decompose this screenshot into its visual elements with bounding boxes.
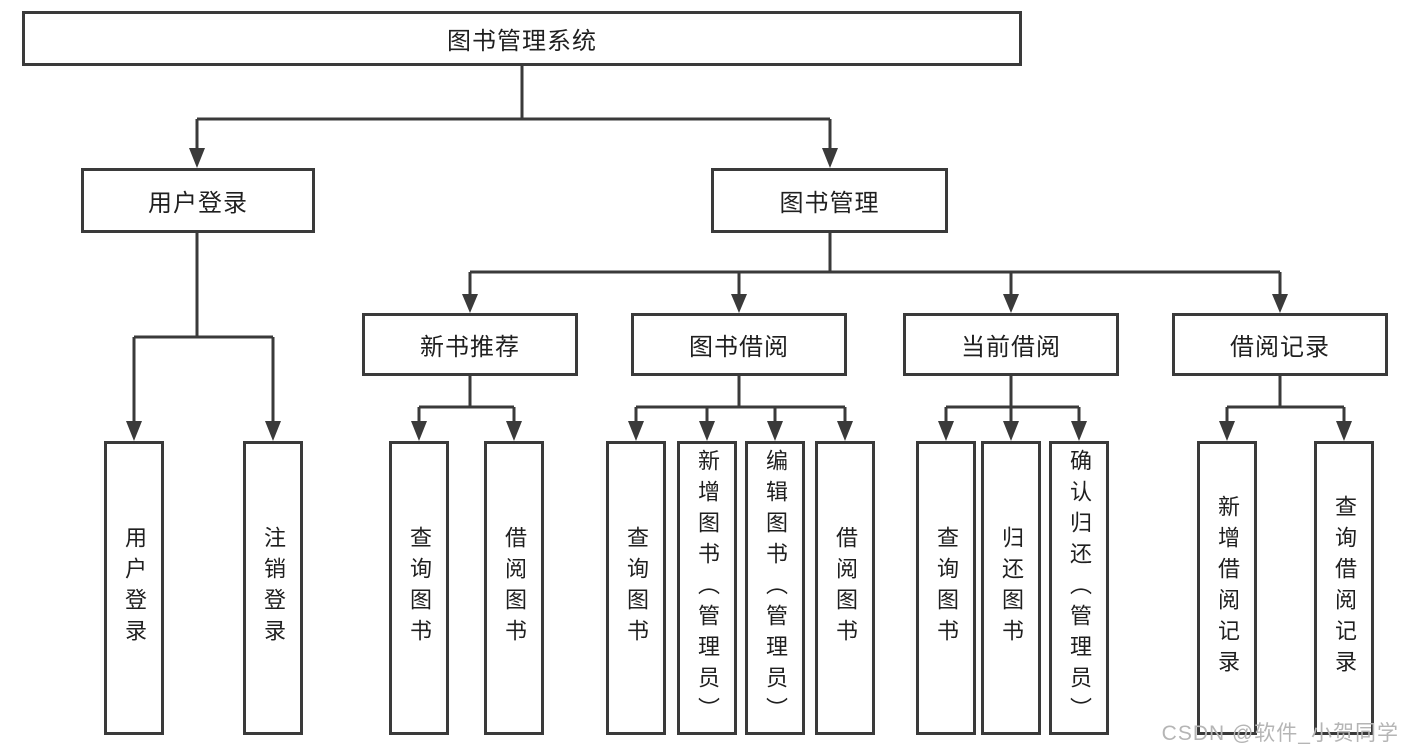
- leaf-borrow-books-borrowing-label: 借阅图书: [833, 526, 858, 650]
- node-user-login: 用户登录: [81, 168, 315, 233]
- leaf-logout-label: 注销登录: [261, 526, 286, 650]
- node-borrowing-records: 借阅记录: [1172, 313, 1388, 376]
- node-book-borrowing-label: 图书借阅: [689, 334, 789, 361]
- leaf-query-books-newbooks: 查询图书: [389, 441, 449, 735]
- leaf-edit-books-admin-label: 编辑图书（管理员）: [763, 448, 788, 728]
- node-borrowing-records-label: 借阅记录: [1230, 334, 1330, 361]
- leaf-query-books-borrowing-label: 查询图书: [624, 526, 649, 650]
- node-root: 图书管理系统: [22, 11, 1022, 66]
- node-user-login-label: 用户登录: [148, 190, 248, 217]
- leaf-confirm-return-admin: 确认归还（管理员）: [1049, 441, 1109, 735]
- node-book-management: 图书管理: [711, 168, 948, 233]
- leaf-edit-books-admin: 编辑图书（管理员）: [745, 441, 805, 735]
- leaf-borrow-books-newbooks-label: 借阅图书: [502, 526, 527, 650]
- csdn-watermark: CSDN @软件_小贺同学: [1161, 722, 1399, 745]
- leaf-add-books-admin: 新增图书（管理员）: [677, 441, 737, 735]
- leaf-query-borrow-record: 查询借阅记录: [1314, 441, 1374, 735]
- node-new-book-recommend: 新书推荐: [362, 313, 578, 376]
- leaf-query-borrow-record-label: 查询借阅记录: [1332, 495, 1357, 681]
- leaf-query-books-current: 查询图书: [916, 441, 976, 735]
- node-book-management-label: 图书管理: [779, 190, 880, 217]
- leaf-return-books-label: 归还图书: [999, 526, 1024, 650]
- node-new-book-recommend-label: 新书推荐: [420, 334, 520, 361]
- leaf-query-books-newbooks-label: 查询图书: [407, 526, 432, 650]
- leaf-confirm-return-admin-label: 确认归还（管理员）: [1067, 448, 1092, 728]
- leaf-logout: 注销登录: [243, 441, 303, 735]
- node-book-borrowing: 图书借阅: [631, 313, 847, 376]
- node-root-label: 图书管理系统: [447, 28, 597, 55]
- leaf-add-borrow-record: 新增借阅记录: [1197, 441, 1257, 735]
- node-current-borrowing: 当前借阅: [903, 313, 1119, 376]
- leaf-borrow-books-newbooks: 借阅图书: [484, 441, 544, 735]
- leaf-query-books-borrowing: 查询图书: [606, 441, 666, 735]
- leaf-query-books-current-label: 查询图书: [934, 526, 959, 650]
- node-current-borrowing-label: 当前借阅: [961, 334, 1061, 361]
- leaf-user-login-label: 用户登录: [122, 526, 147, 650]
- leaf-add-borrow-record-label: 新增借阅记录: [1215, 495, 1240, 681]
- leaf-return-books: 归还图书: [981, 441, 1041, 735]
- leaf-user-login: 用户登录: [104, 441, 164, 735]
- leaf-add-books-admin-label: 新增图书（管理员）: [695, 448, 720, 728]
- leaf-borrow-books-borrowing: 借阅图书: [815, 441, 875, 735]
